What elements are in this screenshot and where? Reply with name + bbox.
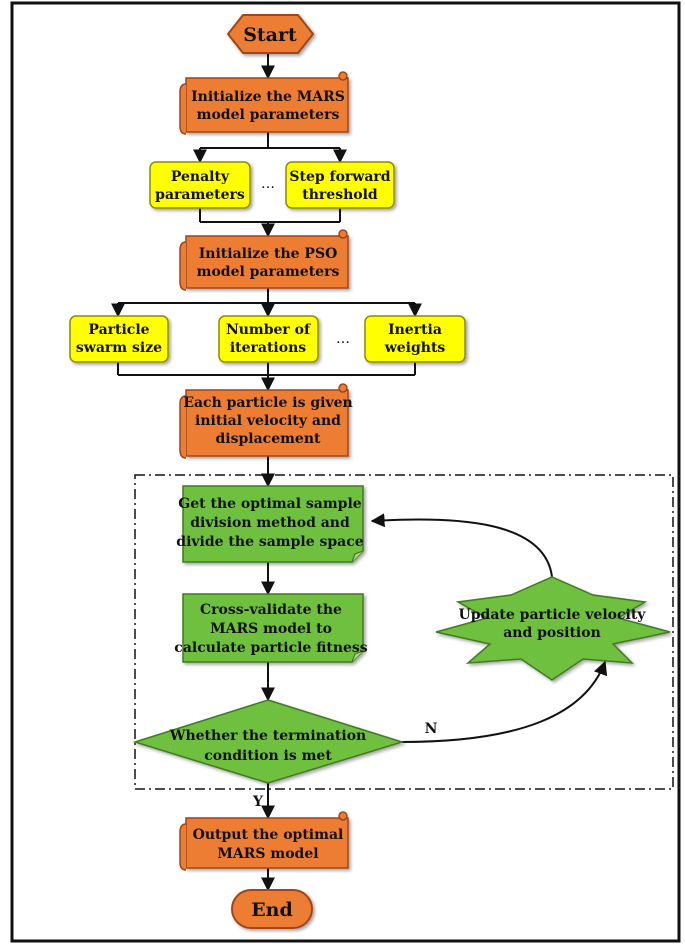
inertia-node: Inertia weights	[364, 315, 466, 363]
start-node: Start	[226, 14, 315, 54]
cross-validate-fold	[351, 650, 364, 663]
outer-frame	[10, 1, 681, 943]
output-box	[185, 817, 349, 869]
termination-diamond	[132, 699, 405, 784]
arrow-decision-to-update	[401, 660, 608, 743]
termination-line-1: Whether the termination	[169, 728, 366, 744]
each-particle-node: Each particle is given initial velocity …	[179, 383, 353, 459]
update-star	[435, 576, 671, 681]
init-pso-scroll-left	[179, 241, 187, 291]
penalty-line-2: parameters	[155, 187, 245, 203]
init-pso-line-2: model parameters	[197, 264, 340, 280]
step-forward-line-1: Step forward	[289, 169, 390, 185]
each-particle-line-2: initial velocity and	[195, 413, 341, 429]
swarm-line-1: Particle	[88, 322, 149, 338]
arrow-update-to-optimal	[370, 513, 553, 578]
cross-validate-line-3: calculate particle fitness	[174, 640, 368, 656]
connectors	[111, 54, 608, 892]
end-label: End	[251, 899, 293, 921]
label-y: Y	[252, 794, 264, 810]
swarm-box	[69, 315, 169, 363]
init-pso-node: Initialize the PSO model parameters	[179, 229, 349, 291]
output-node: Output the optimal MARS model	[179, 811, 349, 871]
update-line-2: and position	[503, 625, 601, 641]
inertia-line-1: Inertia	[388, 322, 442, 338]
swarm-node: Particle swarm size	[69, 315, 169, 363]
start-label: Start	[243, 24, 297, 46]
ellipsis-1: …	[261, 176, 275, 192]
iterations-line-2: iterations	[230, 340, 306, 356]
update-node: Update particle velocity and position	[435, 576, 671, 681]
init-pso-scroll-curl	[338, 229, 348, 239]
init-mars-line-1: Initialize the MARS	[191, 89, 345, 105]
init-pso-box	[185, 235, 349, 289]
init-pso-line-1: Initialize the PSO	[199, 246, 338, 262]
cross-validate-line-2: MARS model to	[210, 621, 332, 637]
output-line-2: MARS model	[217, 846, 318, 862]
output-scroll-left	[179, 823, 187, 871]
start-hexagon	[226, 14, 315, 54]
each-particle-line-1: Each particle is given	[183, 395, 352, 411]
end-node: End	[231, 889, 313, 929]
swarm-line-2: swarm size	[76, 340, 162, 356]
init-mars-scroll-left	[179, 83, 187, 135]
init-mars-scroll-curl	[338, 71, 348, 81]
inertia-line-2: weights	[384, 340, 446, 356]
init-mars-box	[185, 77, 349, 133]
output-scroll-curl	[338, 811, 348, 821]
optimal-sample-fold	[351, 550, 364, 563]
inertia-box	[364, 315, 466, 363]
init-mars-node: Initialize the MARS model parameters	[179, 71, 349, 135]
optimal-sample-line-3: divide the sample space	[176, 534, 363, 550]
iterations-node: Number of iterations	[218, 315, 319, 363]
penalty-box	[149, 161, 251, 209]
penalty-node: Penalty parameters	[149, 161, 251, 209]
end-terminal	[231, 889, 313, 929]
init-mars-line-2: model parameters	[197, 107, 340, 123]
optimal-sample-line-1: Get the optimal sample	[178, 496, 361, 512]
each-particle-scroll-curl	[338, 383, 348, 393]
step-forward-line-2: threshold	[302, 187, 378, 203]
each-particle-line-3: displacement	[216, 431, 321, 447]
cross-validate-node: Cross-validate the MARS model to calcula…	[174, 593, 368, 663]
label-n: N	[425, 721, 438, 737]
each-particle-scroll-left	[179, 395, 187, 459]
step-forward-box	[285, 161, 395, 209]
termination-decision-node: Whether the termination condition is met	[132, 699, 405, 784]
loop-region-border	[134, 474, 674, 790]
optimal-sample-line-2: division method and	[190, 515, 350, 531]
optimal-sample-node: Get the optimal sample division method a…	[176, 485, 364, 563]
iterations-box	[218, 315, 319, 363]
penalty-line-1: Penalty	[171, 169, 230, 185]
update-line-1: Update particle velocity	[459, 607, 647, 623]
iterations-line-1: Number of	[226, 322, 311, 338]
output-line-1: Output the optimal	[193, 827, 344, 843]
termination-line-2: condition is met	[204, 748, 332, 764]
each-particle-box	[185, 389, 349, 457]
step-forward-node: Step forward threshold	[285, 161, 395, 209]
cross-validate-line-1: Cross-validate the	[200, 602, 342, 618]
ellipsis-2: …	[336, 331, 350, 347]
